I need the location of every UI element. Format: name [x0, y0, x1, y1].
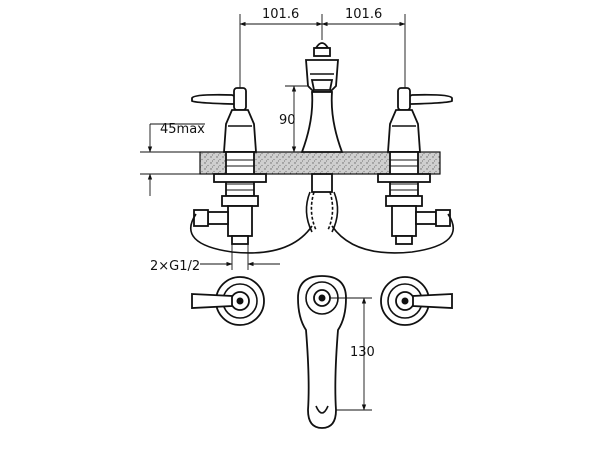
- right-spacing-label: 101.6: [345, 7, 382, 22]
- connection-label: 2×G1/2: [150, 259, 200, 274]
- connection-dimension: 2×G1/2: [150, 244, 280, 274]
- deck-thickness-label: 45max: [160, 122, 205, 137]
- spout-plan: [297, 275, 347, 429]
- spacing-dimension: 101.6 101.6: [239, 7, 406, 92]
- spout-reach-dimension: 130: [330, 297, 375, 411]
- spout-height-dimension: 90: [279, 85, 307, 153]
- right-handle-plan: [380, 276, 453, 326]
- right-hose: [331, 213, 454, 254]
- spout-elevation: [300, 42, 344, 233]
- deck-thickness-dimension: 45max: [140, 122, 205, 196]
- spout-reach-label: 130: [350, 345, 375, 360]
- left-valve-elevation: [191, 87, 267, 245]
- spout-height-label: 90: [279, 113, 296, 128]
- left-handle-plan: [191, 276, 265, 326]
- left-spacing-label: 101.6: [262, 7, 299, 22]
- right-valve-elevation: [377, 87, 453, 245]
